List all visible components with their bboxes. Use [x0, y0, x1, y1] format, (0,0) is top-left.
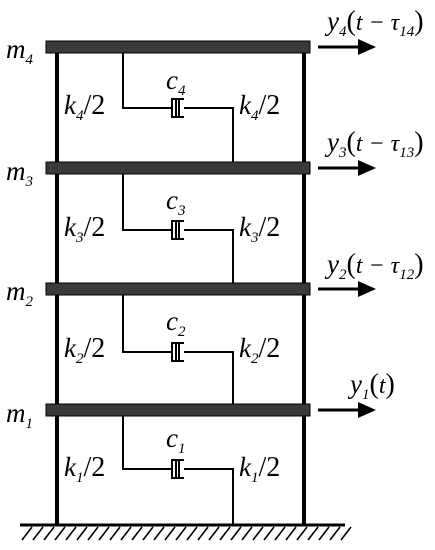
damper-c3-symbol: [171, 220, 184, 240]
ground-hatch-line: [252, 526, 264, 541]
mass-m3-label: m3: [6, 156, 33, 190]
damper-rod-upper: [122, 412, 172, 470]
damper-c2-label: c2: [166, 306, 186, 340]
story-4: c4 k4/2 k4/2: [64, 50, 280, 165]
ground-hatch-line: [285, 526, 297, 541]
story-3: c3 k3/2 k3/2: [64, 172, 280, 286]
ground-hatch-line: [329, 526, 341, 541]
damper-c1-label: c1: [166, 423, 185, 457]
excitation-y2-label: y2(t − τ12): [324, 249, 424, 283]
spring-k1-left-label: k1/2: [64, 452, 105, 486]
excitation-arrow-4: [318, 39, 376, 55]
ground-hatch-line: [43, 526, 55, 541]
ground-hatch-line: [318, 526, 330, 541]
ground-hatch-line: [274, 526, 286, 541]
ground-hatch-line: [98, 526, 110, 541]
spring-k4-left-label: k4/2: [64, 90, 105, 124]
damper-c1-symbol: [171, 459, 184, 479]
excitation-y1-label: y1(t): [347, 369, 395, 403]
spring-k3-right-label: k3/2: [239, 212, 280, 246]
ground-hatch-line: [76, 526, 88, 541]
excitation-arrow-2: [318, 281, 376, 297]
ground-hatch-line: [340, 526, 352, 541]
ground-hatch-line: [87, 526, 99, 541]
ground-hatch-line: [21, 526, 33, 541]
ground-hatch-line: [65, 526, 77, 541]
ground-hatch-line: [164, 526, 176, 541]
story-2: c2 k2/2 k2/2: [64, 292, 280, 406]
spring-k1-right-label: k1/2: [239, 452, 280, 486]
ground-hatch-line: [186, 526, 198, 541]
ground-hatch-line: [175, 526, 187, 541]
ground-hatch-line: [142, 526, 154, 541]
damper-c2-symbol: [171, 342, 184, 362]
floor-slab-1: [45, 403, 311, 417]
ground-hatch-line: [296, 526, 308, 541]
ground-hatch-line: [219, 526, 231, 541]
spring-k4-right-label: k4/2: [239, 90, 280, 124]
ground-hatch-line: [109, 526, 121, 541]
damper-c4-label: c4: [166, 65, 186, 99]
damper-rod-lower: [184, 468, 234, 525]
ground-hatch-line: [208, 526, 220, 541]
ground-hatch-line: [197, 526, 209, 541]
ground-hatch-line: [120, 526, 132, 541]
floor-slab-4: [45, 40, 311, 54]
floor-slab-2: [45, 282, 311, 296]
damper-rod-upper: [122, 172, 172, 231]
spring-k2-left-label: k2/2: [64, 333, 105, 367]
ground-hatch-line: [241, 526, 253, 541]
ground-hatch-line: [131, 526, 143, 541]
mass-m1-label: m1: [6, 398, 33, 432]
damper-rod-lower: [184, 107, 234, 165]
ground-hatch-line: [54, 526, 66, 541]
damper-rod-lower: [184, 351, 234, 406]
ground-hatch-line: [263, 526, 275, 541]
floor-slab-3: [45, 161, 311, 175]
ground-support: [20, 523, 352, 541]
excitation-arrow-1: [318, 402, 376, 418]
excitation-y4-label: y4(t − τ14): [324, 6, 424, 40]
damper-rod-upper: [122, 50, 172, 109]
ground-hatch-line: [307, 526, 319, 541]
ground-hatch-line: [32, 526, 44, 541]
ground-hatch-line: [153, 526, 165, 541]
excitation-y3-label: y3(t − τ13): [324, 127, 424, 161]
ground-hatch-line: [230, 526, 242, 541]
damper-c4-symbol: [171, 98, 184, 118]
excitation-arrow-3: [318, 160, 376, 176]
story-1: c1 k1/2 k1/2: [64, 412, 280, 525]
mass-m2-label: m2: [6, 276, 34, 310]
damper-rod-lower: [184, 229, 234, 286]
spring-k2-right-label: k2/2: [239, 333, 280, 367]
damper-rod-upper: [122, 292, 172, 353]
mass-m4-label: m4: [6, 34, 34, 68]
damper-c3-label: c3: [166, 185, 185, 219]
spring-k3-left-label: k3/2: [64, 212, 105, 246]
